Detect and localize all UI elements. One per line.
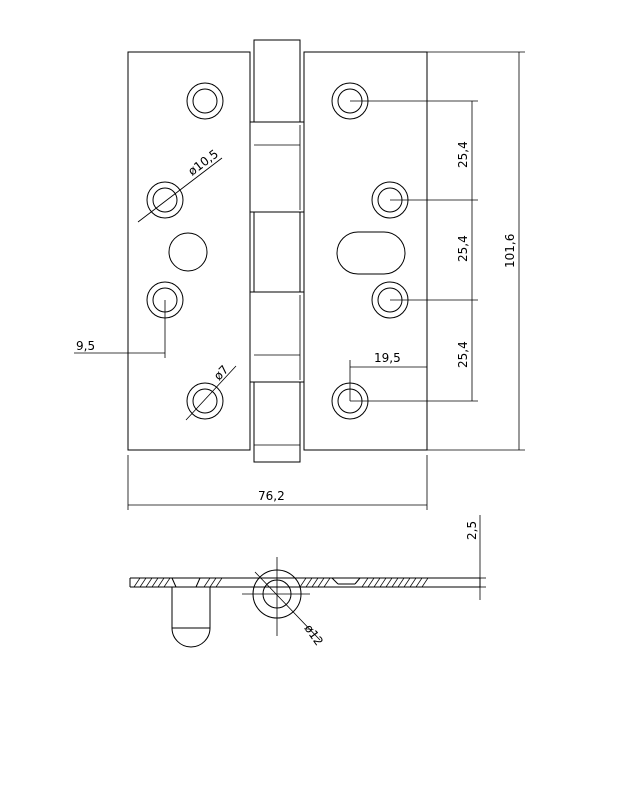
- slot-hole: [336, 231, 406, 275]
- dim-hole-dia: ø7: [211, 363, 231, 384]
- right-leaf: [303, 51, 428, 451]
- left-leaf: [127, 51, 251, 451]
- dim-edge-offset: 9,5: [76, 339, 95, 353]
- section-hatching: [133, 577, 429, 588]
- dim-hole-spacing-3: 25,4: [456, 341, 470, 368]
- dim-thickness: 2,5: [465, 521, 479, 540]
- front-view: [74, 39, 525, 510]
- dim-hole-spacing-2: 25,4: [456, 235, 470, 262]
- dim-height-total: 101,6: [503, 234, 517, 268]
- dim-width-total: 76,2: [258, 489, 285, 503]
- dim-hole-spacing-1: 25,4: [456, 141, 470, 168]
- dim-hole-offset: 19,5: [374, 351, 401, 365]
- dim-knuckle-dia: ø12: [302, 622, 326, 649]
- section-view: [129, 515, 486, 648]
- right-holes: [331, 82, 409, 420]
- left-holes: [146, 82, 224, 420]
- knuckle-column: [249, 39, 305, 463]
- screw-profile: [171, 587, 211, 648]
